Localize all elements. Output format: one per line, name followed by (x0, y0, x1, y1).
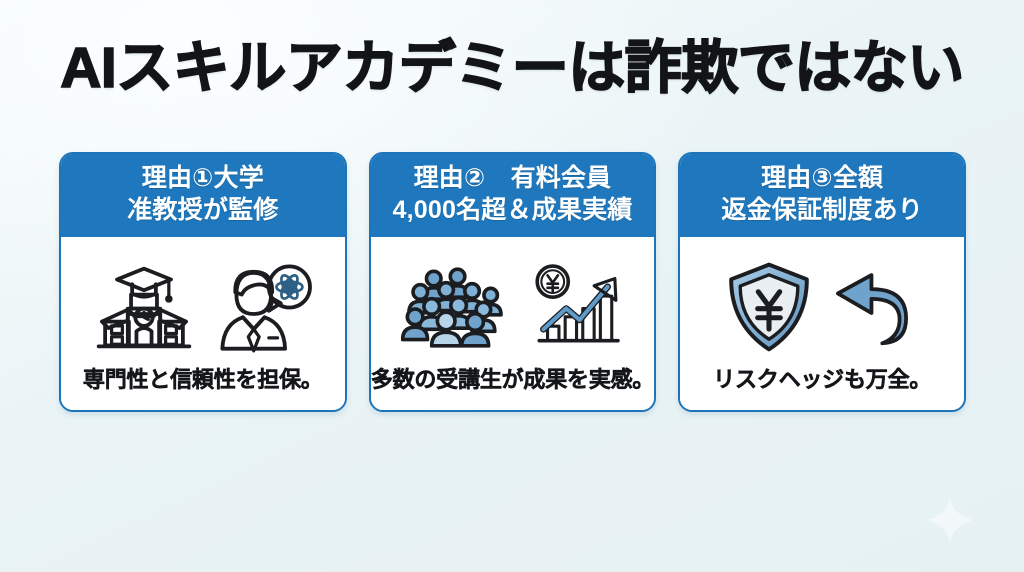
reason-card-2-icons (379, 251, 647, 362)
reason-card-2[interactable]: 理由② 有料会員 4,000名超＆成果実績 (368, 152, 657, 412)
reason-card-2-header: 理由② 有料会員 4,000名超＆成果実績 (370, 154, 655, 237)
shield-yen-guarantee-icon (729, 262, 809, 351)
professor-atom-speech-bubble-icon (220, 264, 312, 352)
crowd-of-people-icon (400, 266, 503, 348)
page-title: AIスキルアカデミーは詐欺ではない (59, 35, 965, 101)
reason-card-1-header: 理由①大学 准教授が監修 (61, 154, 345, 237)
reason-card-2-body: 多数の受講生が成果を実感。 (370, 237, 655, 410)
reason-card-1-caption: 専門性と信頼性を担保。 (82, 367, 324, 393)
reason-card-1-body: 専門性と信頼性を担保。 (61, 237, 345, 410)
reason-card-3-body: リスクヘッジも万全。 (680, 237, 965, 410)
yen-coin-growth-bar-chart-icon (534, 263, 620, 342)
school-building-graduation-cap-icon (96, 266, 192, 348)
reason-card-3[interactable]: 理由③全額 返金保証制度あり (678, 152, 967, 412)
reason-card-3-header: 理由③全額 返金保証制度あり (680, 154, 965, 237)
sparkle-star-watermark-icon (926, 496, 974, 544)
reason-card-3-caption: リスクヘッジも万全。 (713, 367, 932, 393)
reason-card-1-icons (69, 251, 337, 362)
reason-card-1[interactable]: 理由①大学 准教授が監修 (59, 152, 347, 412)
reason-card-2-caption: 多数の受講生が成果を実感。 (370, 367, 655, 393)
reason-card-3-icons (688, 251, 956, 362)
refund-return-arrow-icon (836, 272, 909, 345)
reasons-card-row: 理由①大学 准教授が監修 (59, 152, 967, 412)
